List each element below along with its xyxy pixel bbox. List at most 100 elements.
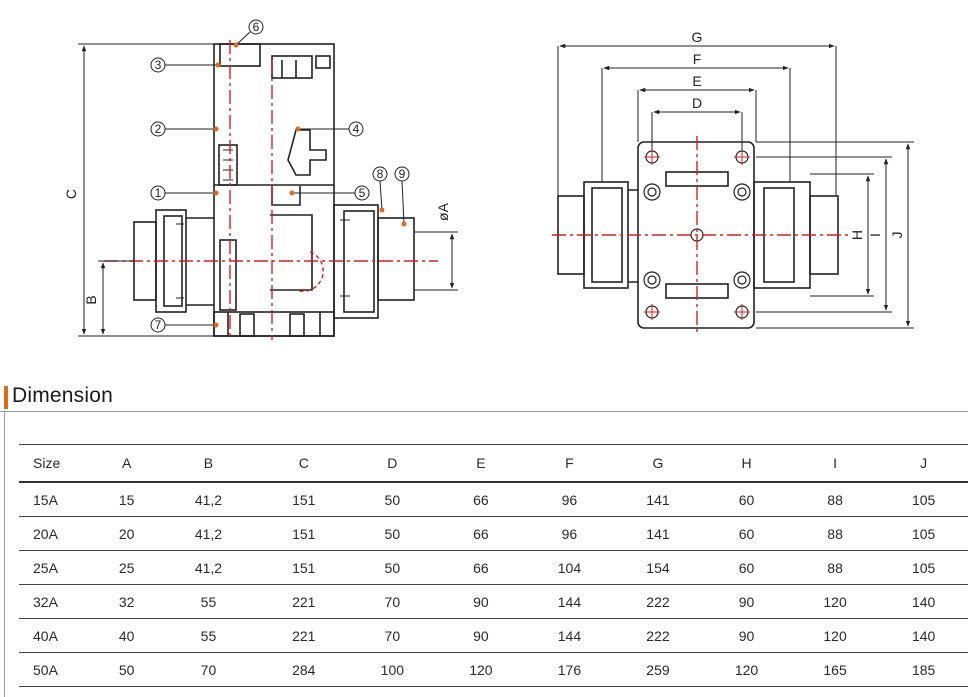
dimension-cell: 120 xyxy=(790,618,880,653)
svg-text:5: 5 xyxy=(359,186,366,200)
dimension-cell: 66 xyxy=(436,550,526,585)
dimension-cell: 50 xyxy=(96,652,158,687)
callout-9: 9 xyxy=(394,166,410,227)
dimension-cell: 120 xyxy=(702,652,791,687)
size-cell: 50A xyxy=(19,652,96,687)
column-header: H xyxy=(702,444,791,483)
dimension-cell: 120 xyxy=(790,584,880,619)
dimension-cell: 176 xyxy=(525,652,614,687)
svg-text:6: 6 xyxy=(253,20,260,34)
svg-text:7: 7 xyxy=(155,318,162,332)
dimension-cell: 154 xyxy=(613,550,703,585)
column-header: C xyxy=(259,444,349,483)
dimension-cell: 50 xyxy=(348,482,437,517)
column-header: B xyxy=(157,444,260,483)
dimension-cell: 96 xyxy=(525,516,614,551)
dimension-cell: 70 xyxy=(348,618,437,653)
callout-5: 5 xyxy=(289,185,370,201)
size-cell: 40A xyxy=(19,618,96,653)
dimension-cell: 90 xyxy=(436,584,526,619)
dimension-cell: 41,2 xyxy=(157,482,260,517)
side-view-drawing xyxy=(133,43,415,337)
column-header: D xyxy=(348,444,437,483)
dimension-cell: 40 xyxy=(96,618,158,653)
dimension-cell: 151 xyxy=(259,516,349,551)
callout-6: 6 xyxy=(233,19,264,48)
dimension-cell: 185 xyxy=(879,652,968,687)
svg-text:4: 4 xyxy=(353,122,360,136)
dim-label-b: B xyxy=(83,295,99,304)
svg-text:2: 2 xyxy=(155,122,162,136)
callouts: 6 3 2 4 1 5 xyxy=(150,19,410,333)
dim-label-h: H xyxy=(849,230,865,240)
dimension-cell: 50 xyxy=(348,550,437,585)
dimension-cell: 55 xyxy=(157,584,260,619)
dimension-cell: 100 xyxy=(348,652,437,687)
dimension-section-header: Dimension xyxy=(0,384,968,412)
callout-7: 7 xyxy=(150,317,219,333)
svg-text:9: 9 xyxy=(399,167,406,181)
dimension-cell: 221 xyxy=(259,618,349,653)
top-view-centerlines xyxy=(552,136,848,334)
dimension-cell: 141 xyxy=(613,482,703,517)
dimension-cell: 105 xyxy=(879,550,968,585)
dim-label-d: D xyxy=(692,95,702,111)
dimension-cell: 41,2 xyxy=(157,550,260,585)
size-cell: 32A xyxy=(19,584,96,619)
callout-8: 8 xyxy=(372,166,388,213)
dimension-cell: 50 xyxy=(348,516,437,551)
svg-text:3: 3 xyxy=(155,58,162,72)
dimension-cell: 151 xyxy=(259,550,349,585)
dim-label-c: C xyxy=(63,189,79,199)
dimension-cell: 20 xyxy=(96,516,158,551)
dimension-cell: 66 xyxy=(436,482,526,517)
dimension-cell: 41,2 xyxy=(157,516,260,551)
dimension-cell: 90 xyxy=(702,584,791,619)
dimension-cell: 105 xyxy=(879,482,968,517)
section-accent-bar xyxy=(4,386,8,409)
dimension-cell: 32 xyxy=(96,584,158,619)
dimension-cell: 165 xyxy=(790,652,880,687)
dimension-cell: 88 xyxy=(790,550,880,585)
top-view-dimensions xyxy=(557,43,914,329)
size-cell: 20A xyxy=(19,516,96,551)
dimension-cell: 140 xyxy=(879,584,968,619)
dimension-cell: 90 xyxy=(436,618,526,653)
dimension-cell: 70 xyxy=(348,584,437,619)
section-divider xyxy=(0,411,968,412)
dimension-cell: 222 xyxy=(613,618,703,653)
dimension-cell: 151 xyxy=(259,482,349,517)
dimension-cell: 120 xyxy=(436,652,526,687)
dimension-cell: 25 xyxy=(96,550,158,585)
dim-label-g: G xyxy=(692,29,703,45)
dimension-cell: 221 xyxy=(259,584,349,619)
svg-text:8: 8 xyxy=(377,167,384,181)
column-header: Size xyxy=(19,444,96,483)
top-view-dimension-labels: G F E D H I J xyxy=(692,29,905,240)
dimension-cell: 15 xyxy=(96,482,158,517)
dimension-cell: 60 xyxy=(702,516,791,551)
size-cell: 15A xyxy=(19,482,96,517)
column-header: J xyxy=(879,444,968,483)
dimension-cell: 105 xyxy=(879,516,968,551)
dimension-cell: 55 xyxy=(157,618,260,653)
side-view-dimensions xyxy=(78,43,458,337)
callout-4: 4 xyxy=(295,121,364,137)
dimension-cell: 88 xyxy=(790,482,880,517)
column-header: I xyxy=(790,444,880,483)
dimension-cell: 70 xyxy=(157,652,260,687)
dimension-cell: 66 xyxy=(436,516,526,551)
dimension-cell: 60 xyxy=(702,482,791,517)
dimension-cell: 96 xyxy=(525,482,614,517)
dimension-cell: 141 xyxy=(613,516,703,551)
dim-label-e: E xyxy=(692,73,701,89)
dimension-cell: 222 xyxy=(613,584,703,619)
svg-text:1: 1 xyxy=(155,186,162,200)
